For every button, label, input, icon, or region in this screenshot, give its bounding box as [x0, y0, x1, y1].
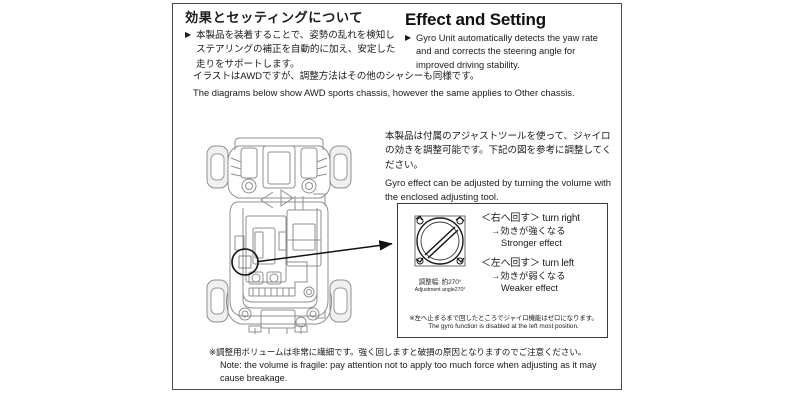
bullet-triangle-icon: ▶ [185, 29, 192, 39]
front-suspension-assembly [227, 137, 331, 209]
knob-inner-circle [420, 221, 460, 261]
turn-left-effect-japanese: →効きが弱くなる [491, 270, 566, 281]
zero-position-note: ※左へ止まるまで回したところでジャイロ機能はゼロになります。 The gyro … [402, 315, 605, 332]
turn-direction-instructions: ＜右へ回す＞ turn right →効きが強くなる Stronger effe… [481, 212, 603, 294]
awd-note-english: The diagrams below show AWD sports chass… [193, 86, 575, 98]
knob-slot-line-a [424, 226, 456, 256]
header-body-english-text: Gyro Unit automatically detects the yaw … [416, 33, 598, 70]
instruction-sheet-frame: 効果とセッティングについて ▶ 本製品を装着することで、姿勢の乱れを検知しステア… [172, 3, 622, 390]
turn-right-heading: ＜右へ回す＞ turn right [481, 213, 580, 224]
knob-caption-english: Adjustment angle270° [414, 287, 466, 294]
knob-caption-japanese: 調整幅: 約270° [418, 279, 462, 286]
header-body-japanese-text: 本製品を装着することで、姿勢の乱れを検知しステアリングの補正を自動的に加え、安定… [196, 29, 396, 70]
adjust-tool-note-japanese: 本製品は付属のアジャストツールを使って、ジャイロの効きを調整可能です。下記の図を… [385, 131, 612, 171]
turn-right-effect-japanese: →効きが強くなる [491, 226, 566, 236]
header-section: 効果とセッティングについて ▶ 本製品を装着することで、姿勢の乱れを検知しステア… [173, 4, 621, 70]
knob-rotation-arrows [415, 215, 465, 263]
adjust-tool-note: 本製品は付属のアジャストツールを使って、ジャイロの効きを調整可能です。下記の図を… [385, 130, 617, 203]
turn-right-effect-english: Stronger effect [501, 238, 562, 249]
chassis-diagram-svg [206, 137, 352, 334]
adjust-tool-note-english: Gyro effect can be adjusted by turning t… [385, 177, 611, 202]
rear-drivetrain [242, 261, 318, 309]
page-title-english: Effect and Setting [405, 10, 546, 29]
fragile-volume-caution: ※調整用ボリュームは非常に繊細です。強く回しますと破損の原因となりますのでご注意… [209, 346, 609, 384]
caution-japanese: ※調整用ボリュームは非常に繊細です。強く回しますと破損の原因となりますのでご注意… [209, 347, 587, 357]
adjust-knob-svg [414, 215, 466, 267]
knob-housing-square [414, 215, 466, 267]
turn-left-heading: ＜左へ回す＞ turn left [481, 257, 574, 269]
gyro-volume-callout-circle [231, 248, 259, 276]
zero-position-note-english: The gyro function is disabled at the lef… [428, 323, 579, 331]
volume-adjust-detail-box: 調整幅: 約270° Adjustment angle270° ＜右へ回す＞ t… [397, 203, 608, 338]
bullet-triangle-icon: ▶ [405, 33, 412, 43]
zero-position-note-japanese: ※左へ止まるまで回したところでジャイロ機能はゼロになります。 [409, 314, 598, 322]
header-japanese-column: 効果とセッティングについて ▶ 本製品を装着することで、姿勢の乱れを検知しステア… [185, 10, 403, 72]
gyro-unit-board [278, 209, 322, 267]
adjust-knob-illustration: 調整幅: 約270° Adjustment angle270° [405, 212, 475, 294]
knob-slot-line-b [427, 229, 459, 259]
turn-left-effect-english: Weaker effect [501, 282, 559, 293]
front-left-wheel [206, 145, 229, 189]
header-body-english: ▶ Gyro Unit automatically detects the ya… [405, 32, 611, 72]
gyro-volume-square [238, 255, 252, 269]
page-title-japanese: 効果とセッティングについて [185, 10, 364, 25]
rear-right-wheel [329, 279, 352, 323]
awd-note-japanese: イラストはAWDですが、調整方法はその他のシャシーも同様です。 [193, 71, 480, 82]
header-english-column: Effect and Setting ▶ Gyro Unit automatic… [405, 9, 611, 72]
side-connectors [234, 193, 326, 251]
knob-caption: 調整幅: 約270° Adjustment angle270° [405, 279, 475, 294]
caution-english: Note: the volume is fragile: pay attenti… [220, 360, 597, 383]
awd-chassis-illustration [183, 132, 393, 337]
rear-suspension-assembly [226, 291, 332, 334]
front-right-wheel [329, 145, 352, 189]
chassis-main-body [229, 201, 329, 317]
header-body-japanese: ▶ 本製品を装着することで、姿勢の乱れを検知しステアリングの補正を自動的に加え、… [185, 29, 403, 72]
awd-applicability-note: イラストはAWDですが、調整方法はその他のシャシーも同様です。 The diag… [193, 70, 613, 99]
rear-left-wheel [206, 279, 229, 323]
